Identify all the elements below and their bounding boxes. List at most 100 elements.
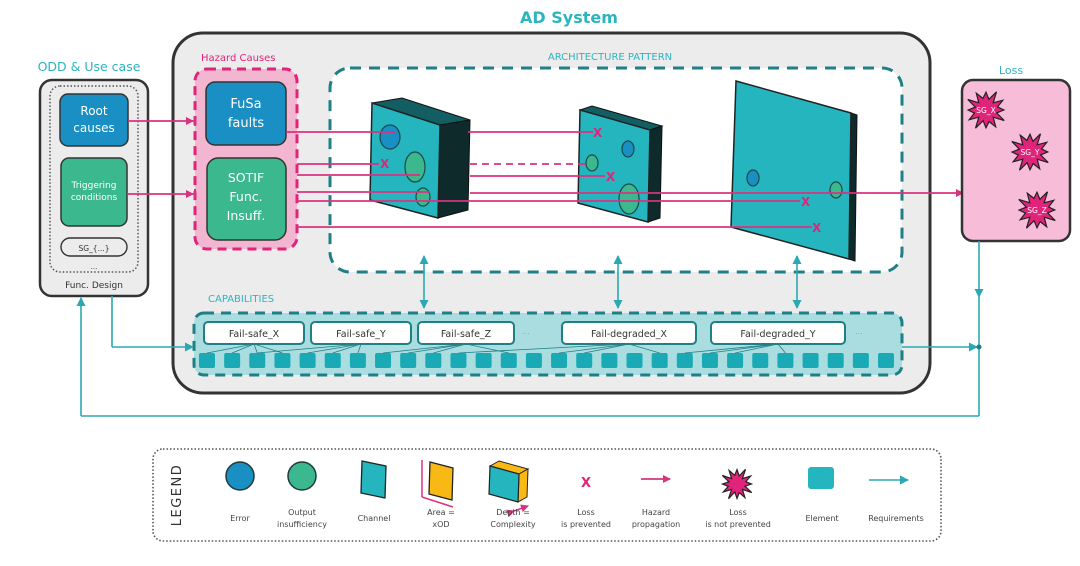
capability-element[interactable]: [500, 353, 517, 368]
starburst-icon: [720, 467, 754, 501]
safety-goal-label: SG_Y: [1021, 148, 1040, 157]
output-insufficiency-circle: [829, 181, 843, 199]
capabilities-heading: CAPABILITIES: [208, 294, 274, 305]
capability-element-link: [332, 343, 362, 354]
root-causes-box[interactable]: [59, 93, 129, 147]
capability-element[interactable]: [274, 353, 291, 368]
odd-inner-dotted: [49, 85, 139, 273]
output-insufficiency-circle: [618, 183, 640, 215]
loss-prevented-x: X: [593, 126, 603, 140]
capability-element[interactable]: [551, 353, 568, 368]
legend-label: is prevented: [561, 520, 611, 529]
capability-element[interactable]: [601, 353, 618, 368]
capability-element-link: [231, 343, 255, 354]
error-circle: [379, 124, 401, 150]
safety-goal-label: SG_X: [976, 106, 995, 115]
channel-icon: [360, 460, 387, 499]
capability-element-link: [206, 343, 255, 354]
output-insufficiency-circle-icon: [287, 461, 317, 491]
capability-element[interactable]: [324, 353, 341, 368]
sotif-box[interactable]: [206, 157, 287, 241]
legend-label: insufficiency: [277, 520, 327, 529]
capabilities-ellipsis: ...: [855, 327, 863, 336]
loss-heading: Loss: [999, 64, 1023, 77]
capability-element[interactable]: [249, 353, 266, 368]
legend-label: Channel: [358, 514, 391, 523]
capability-element[interactable]: [777, 353, 794, 368]
capability-label: Fail-safe_Y: [336, 329, 386, 340]
capability-element[interactable]: [701, 353, 718, 368]
capability-element[interactable]: [475, 353, 492, 368]
capability-element-link: [357, 343, 362, 354]
capability-element[interactable]: [450, 353, 467, 368]
capability-element[interactable]: [425, 353, 442, 368]
capability-fail-safe-y[interactable]: [310, 321, 412, 345]
capability-elements: [199, 353, 894, 368]
legend-title: LEGEND: [170, 464, 185, 526]
capability-element-link: [458, 343, 630, 354]
capability-element[interactable]: [375, 353, 392, 368]
depth-icon: [488, 460, 530, 518]
legend-label: Hazard: [642, 508, 670, 517]
capability-fail-degraded-y[interactable]: [710, 321, 846, 345]
capability-element-link: [777, 343, 786, 354]
capability-element[interactable]: [651, 353, 668, 368]
capability-element-link: [628, 343, 660, 354]
odd-ellipsis: ...: [91, 263, 98, 271]
loss-prevented-x: X: [801, 195, 811, 209]
capability-label: Fail-degraded_Y: [740, 329, 815, 340]
sotif-label-1: SOTIF: [228, 170, 264, 185]
legend-label: Element: [805, 514, 838, 523]
legend-label: Loss: [729, 508, 747, 517]
capability-element[interactable]: [827, 353, 844, 368]
capability-element[interactable]: [525, 353, 542, 368]
triggering-label-2: conditions: [71, 193, 118, 203]
sg-pill[interactable]: [60, 237, 128, 257]
output-insufficiency-circle: [415, 187, 431, 207]
capability-element[interactable]: [852, 353, 869, 368]
capability-element[interactable]: [224, 353, 241, 368]
legend-label: Loss: [577, 508, 595, 517]
capability-fail-degraded-x[interactable]: [561, 321, 697, 345]
loss-starburst-sg-z: [1017, 190, 1057, 230]
legend-label: Output: [288, 508, 316, 517]
fusa-label-1: FuSa: [230, 97, 261, 112]
area-icon: [421, 460, 454, 508]
loss-starburst-sg-y: [1010, 132, 1050, 172]
fusa-label-2: faults: [228, 116, 264, 131]
hazard-propagation-lines: [286, 131, 964, 228]
legend-box: [152, 448, 942, 542]
legend-label: Depth =: [496, 508, 530, 517]
capability-element[interactable]: [802, 353, 819, 368]
capability-element[interactable]: [349, 353, 366, 368]
capability-element[interactable]: [727, 353, 744, 368]
legend-label: Requirements: [868, 514, 924, 523]
capability-element[interactable]: [878, 353, 894, 368]
capability-element[interactable]: [400, 353, 417, 368]
legend-label: Complexity: [490, 520, 535, 529]
safety-goal-label: SG_Z: [1027, 206, 1046, 215]
capability-element[interactable]: [199, 353, 215, 368]
capability-element-link: [257, 343, 362, 354]
capability-element[interactable]: [752, 353, 769, 368]
capability-element-link: [709, 343, 779, 354]
capability-element[interactable]: [676, 353, 693, 368]
triggering-label-1: Triggering: [71, 181, 117, 191]
fusa-faults-box[interactable]: [205, 81, 287, 146]
junction-dot: [976, 344, 982, 350]
loss-starburst-sg-x: [966, 90, 1006, 130]
capability-element-link: [382, 343, 467, 354]
legend-error: [225, 461, 255, 491]
triggering-conditions-box[interactable]: [60, 157, 128, 227]
capability-element[interactable]: [626, 353, 643, 368]
diagram-title: AD System: [520, 8, 618, 27]
hazard-causes-heading: Hazard Causes: [201, 53, 276, 64]
loss-prevented-x: X: [606, 170, 616, 184]
capability-fail-safe-z[interactable]: [417, 321, 515, 345]
capability-element-link: [433, 343, 467, 354]
capability-element[interactable]: [299, 353, 316, 368]
capability-element-link: [307, 343, 362, 354]
capability-fail-safe-x[interactable]: [203, 321, 305, 345]
capability-element[interactable]: [576, 353, 593, 368]
